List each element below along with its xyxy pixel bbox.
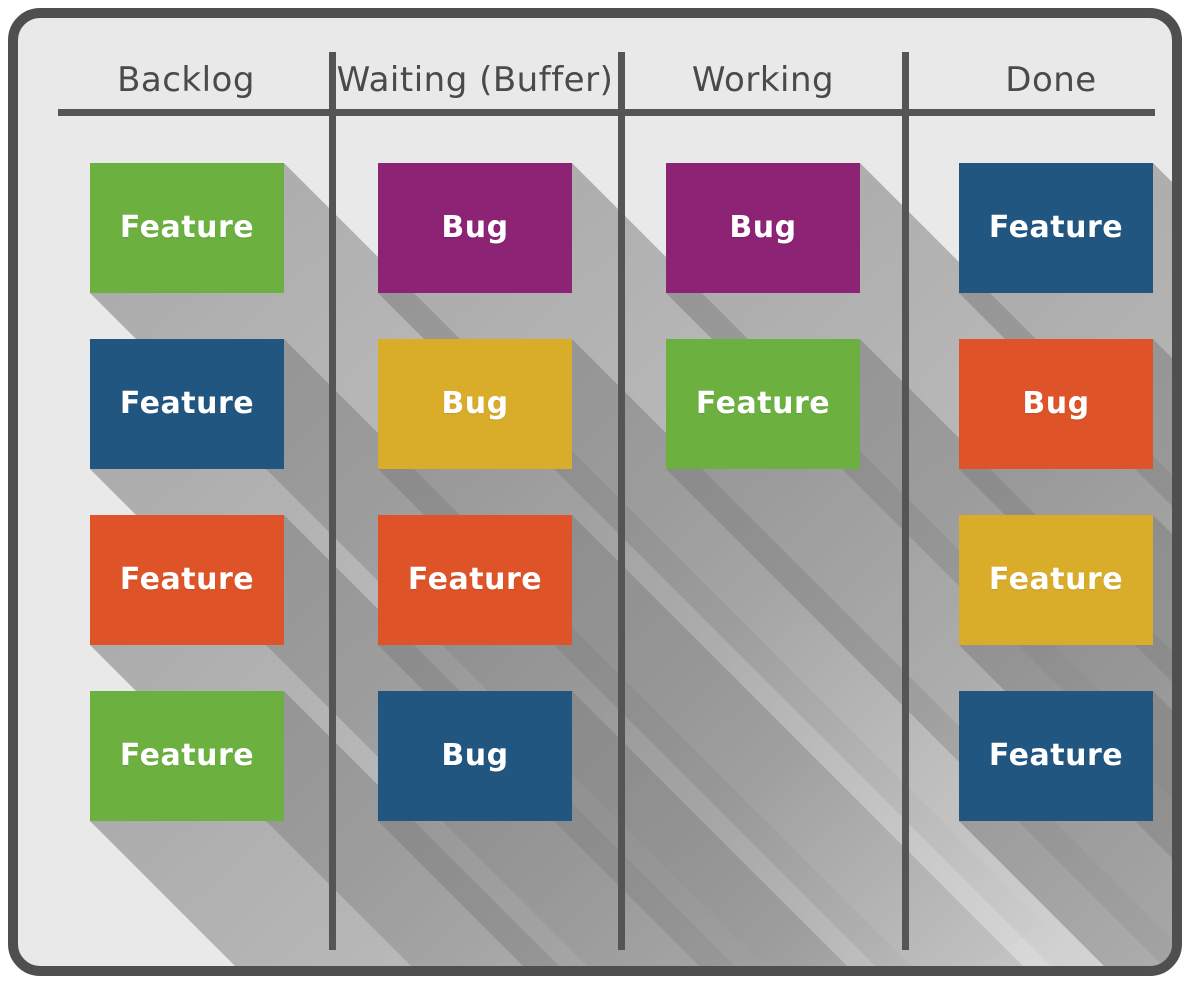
card-label: Bug <box>441 210 509 245</box>
column-header-label: Waiting (Buffer) <box>336 60 614 100</box>
column-header-backlog: Backlog <box>18 56 386 104</box>
card-label: Bug <box>729 210 797 245</box>
card-backlog-2[interactable]: Feature <box>90 339 284 469</box>
column-header-working: Working <box>563 56 963 104</box>
card-label: Feature <box>119 210 255 245</box>
header-divider-rule <box>58 109 1155 116</box>
card-label: Feature <box>119 386 255 421</box>
kanban-board-frame: Backlog Waiting (Buffer) Working Done Fe… <box>8 8 1182 976</box>
card-label: Feature <box>988 562 1124 597</box>
column-divider-1 <box>329 52 336 950</box>
card-done-3[interactable]: Feature <box>959 515 1153 645</box>
card-label: Feature <box>695 386 831 421</box>
kanban-board-inner: Backlog Waiting (Buffer) Working Done Fe… <box>18 18 1172 966</box>
card-working-2[interactable]: Feature <box>666 339 860 469</box>
card-label: Feature <box>119 738 255 773</box>
card-label: Bug <box>1022 386 1090 421</box>
card-waiting-buffer-1[interactable]: Bug <box>378 163 572 293</box>
card-label: Bug <box>441 386 509 421</box>
card-backlog-4[interactable]: Feature <box>90 691 284 821</box>
column-divider-2 <box>618 52 625 950</box>
card-label: Feature <box>988 210 1124 245</box>
card-label: Feature <box>119 562 255 597</box>
card-long-shadow-layer <box>90 163 1172 966</box>
column-header-label: Backlog <box>117 60 255 100</box>
column-divider-3 <box>902 52 909 950</box>
card-backlog-3[interactable]: Feature <box>90 515 284 645</box>
card-waiting-buffer-2[interactable]: Bug <box>378 339 572 469</box>
card-label: Bug <box>441 738 509 773</box>
column-header-label: Done <box>1005 60 1097 100</box>
card-waiting-buffer-3[interactable]: Feature <box>378 515 572 645</box>
card-backlog-1[interactable]: Feature <box>90 163 284 293</box>
card-done-2[interactable]: Bug <box>959 339 1153 469</box>
column-header-waiting-buffer: Waiting (Buffer) <box>275 56 675 104</box>
column-header-label: Working <box>691 60 835 100</box>
card-waiting-buffer-4[interactable]: Bug <box>378 691 572 821</box>
card-done-4[interactable]: Feature <box>959 691 1153 821</box>
card-done-1[interactable]: Feature <box>959 163 1153 293</box>
card-label: Feature <box>988 738 1124 773</box>
card-label: Feature <box>407 562 543 597</box>
card-working-1[interactable]: Bug <box>666 163 860 293</box>
column-header-done: Done <box>851 56 1172 104</box>
